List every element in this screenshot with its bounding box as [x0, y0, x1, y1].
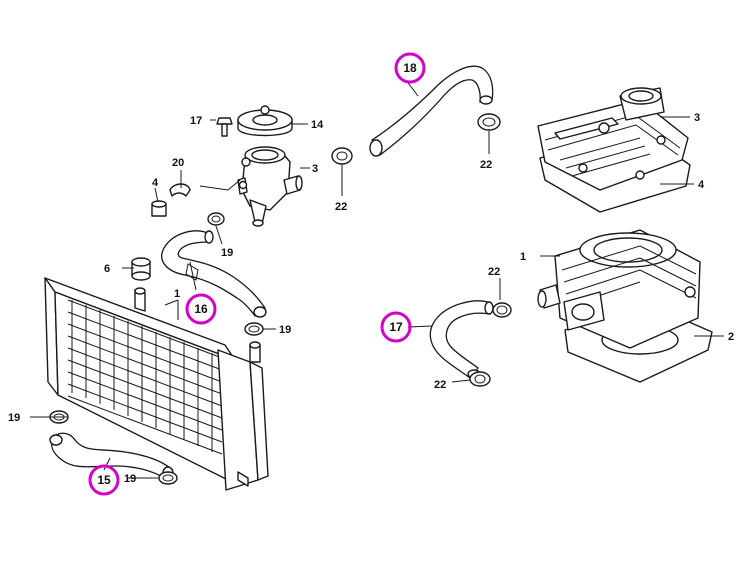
label-19-right: 19: [279, 324, 291, 336]
label-6: 6: [104, 263, 110, 275]
clamp-19-upper: [207, 212, 225, 226]
label-3-head: 3: [694, 112, 700, 124]
label-19-left: 19: [8, 412, 20, 424]
label-22-a: 22: [335, 201, 347, 213]
radiator: [44, 277, 269, 491]
thermostat-housing: [237, 146, 303, 227]
clamp-22-b: [477, 113, 501, 131]
label-20: 20: [172, 157, 184, 169]
bolt-17: [216, 117, 233, 137]
callout-15[interactable]: 15: [88, 464, 120, 496]
clamp-22-c: [492, 302, 512, 318]
radiator-cap: [237, 105, 293, 137]
label-19-upper: 19: [221, 247, 233, 259]
clamp-19-lower: [158, 471, 178, 485]
leader-lines: [30, 79, 724, 479]
callout-18[interactable]: 18: [394, 52, 426, 84]
callout-16[interactable]: 16: [185, 293, 217, 325]
grommet-6: [131, 257, 151, 281]
cylinder-block: [537, 229, 701, 349]
label-1-radiator: 1: [174, 288, 180, 300]
clamp-22-d: [469, 371, 491, 387]
label-3-housing: 3: [312, 163, 318, 175]
hose-18: [369, 65, 494, 157]
callout-15-label: 15: [97, 473, 111, 487]
label-2: 2: [728, 331, 734, 343]
clamp-19-right: [244, 322, 264, 336]
cylinder-head: [537, 87, 689, 191]
callout-17-label: 17: [389, 320, 403, 334]
label-22-b: 22: [480, 159, 492, 171]
callout-16-label: 16: [194, 302, 208, 316]
label-4-collar: 4: [152, 177, 159, 189]
clip-20: [169, 183, 191, 197]
callout-17[interactable]: 17: [380, 311, 412, 343]
label-22-d: 22: [434, 379, 446, 391]
label-1-cylinder: 1: [520, 251, 526, 263]
label-4-gasket: 4: [698, 179, 705, 191]
collar-4: [151, 200, 167, 217]
hose-16: [161, 230, 267, 318]
label-22-c: 22: [488, 266, 500, 278]
hose-17: [429, 300, 494, 379]
label-19-lower: 19: [124, 473, 136, 485]
label-14: 14: [311, 119, 324, 131]
label-17-bolt: 17: [190, 115, 202, 127]
callout-18-label: 18: [403, 61, 417, 75]
clamp-22-a: [331, 147, 353, 165]
